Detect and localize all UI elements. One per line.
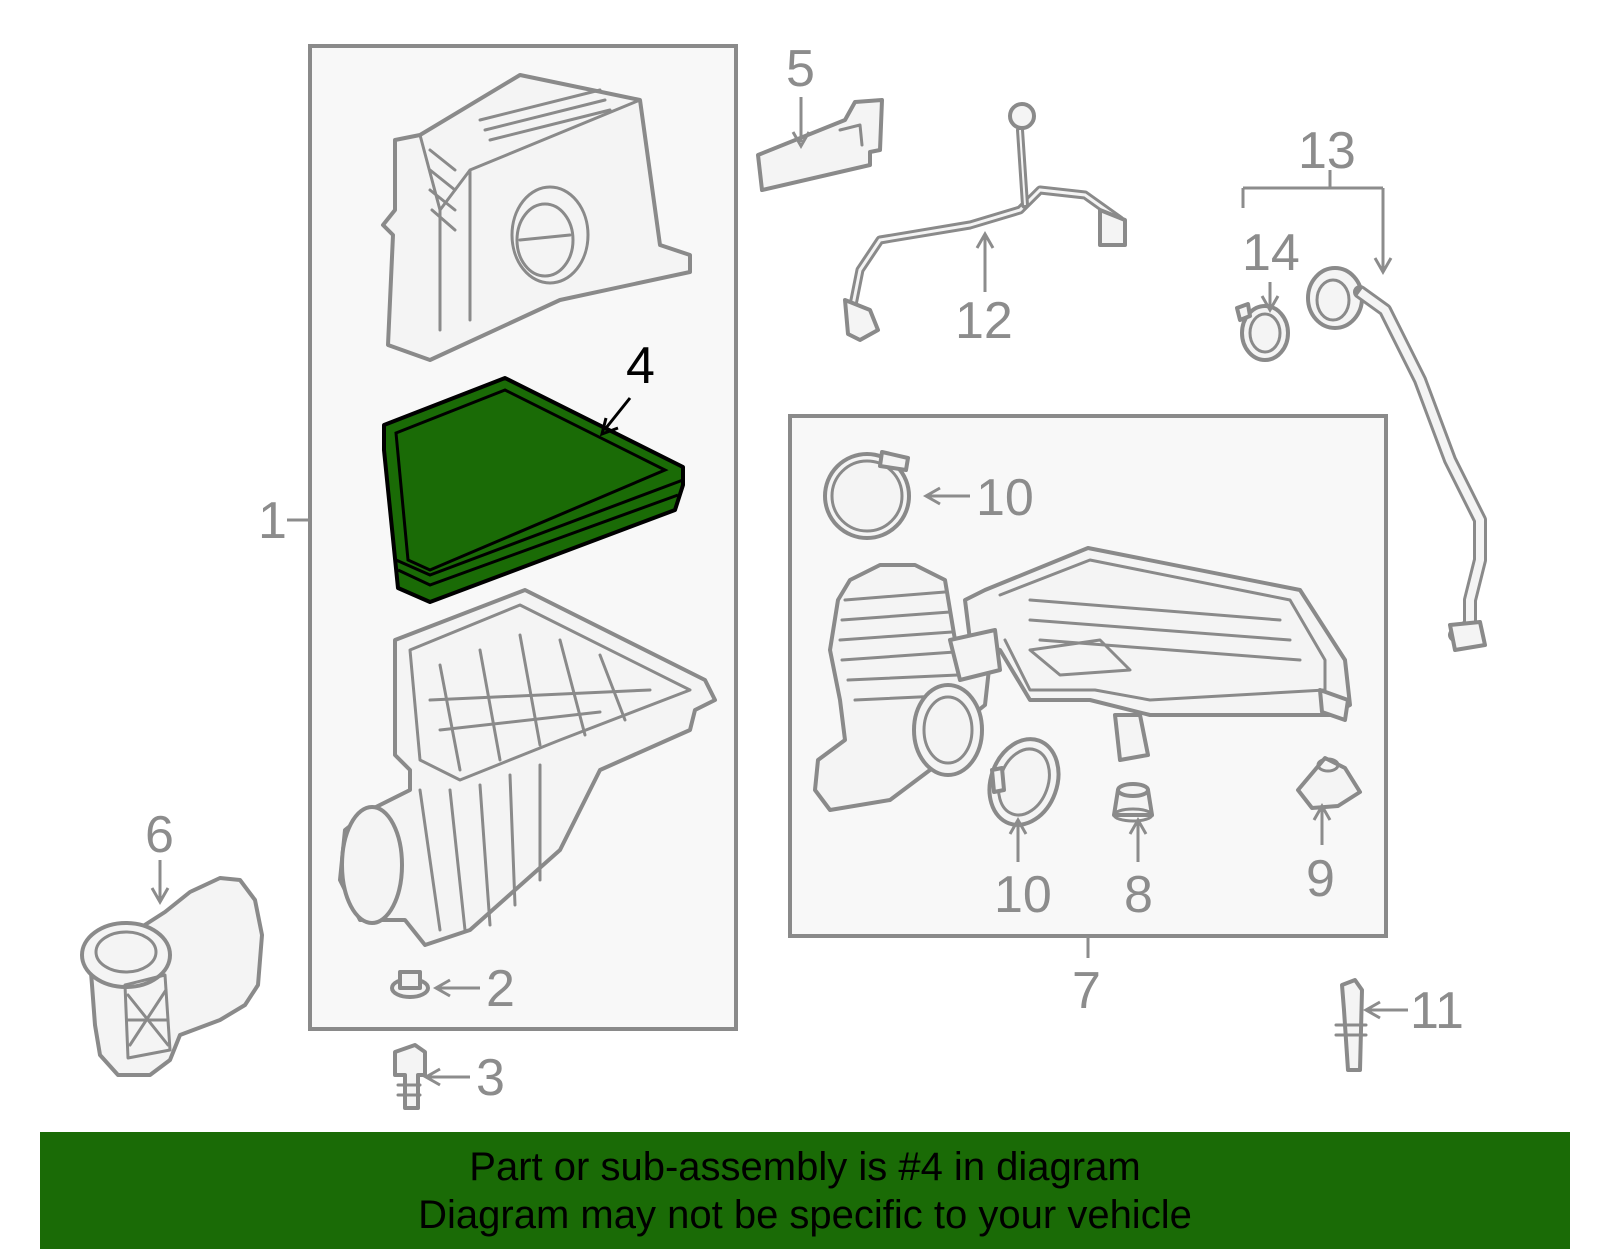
callout-9: 9 (1306, 850, 1335, 908)
mass-air-flow-sensor-part-6 (80, 876, 264, 1077)
mount-part-9 (1296, 756, 1362, 810)
callout-2: 2 (486, 960, 515, 1018)
banner-line-1: Part or sub-assembly is #4 in diagram (469, 1144, 1141, 1189)
banner-line-2: Diagram may not be specific to your vehi… (418, 1192, 1192, 1237)
callout-8: 8 (1124, 866, 1153, 924)
callout-12: 12 (955, 292, 1013, 350)
bolt-part-3 (393, 1043, 427, 1110)
callout-7: 7 (1072, 962, 1101, 1020)
callout-1: 1 (258, 492, 287, 550)
bolt-part-11 (1334, 978, 1368, 1072)
clamp-part-10-lower (987, 737, 1061, 827)
air-cleaner-housing-part (338, 588, 717, 947)
callout-4: 4 (626, 337, 655, 395)
grommet-part-8 (1112, 782, 1154, 823)
callout-14: 14 (1242, 224, 1300, 282)
leader-lines (150, 97, 1408, 1087)
info-banner: Part or sub-assembly is #4 in diagram Di… (40, 1132, 1570, 1249)
hose-part-12 (843, 102, 1127, 342)
bracket-part-5 (756, 98, 884, 192)
callout-3: 3 (476, 1049, 505, 1107)
vent-hose-part-13 (1306, 266, 1487, 652)
callout-5: 5 (786, 40, 815, 98)
clamp-part-14 (1235, 302, 1290, 362)
intake-duct-part-7 (813, 546, 1352, 812)
clamp-part-10-upper (823, 450, 911, 540)
grommet-part-2 (390, 970, 430, 999)
air-filter-part-highlighted (382, 376, 685, 604)
callout-6: 6 (145, 806, 174, 864)
callout-10-upper: 10 (976, 469, 1034, 527)
air-cleaner-cover-part (381, 73, 692, 362)
callout-13: 13 (1298, 122, 1356, 180)
callout-10-lower: 10 (994, 866, 1052, 924)
callout-11: 11 (1410, 982, 1464, 1040)
